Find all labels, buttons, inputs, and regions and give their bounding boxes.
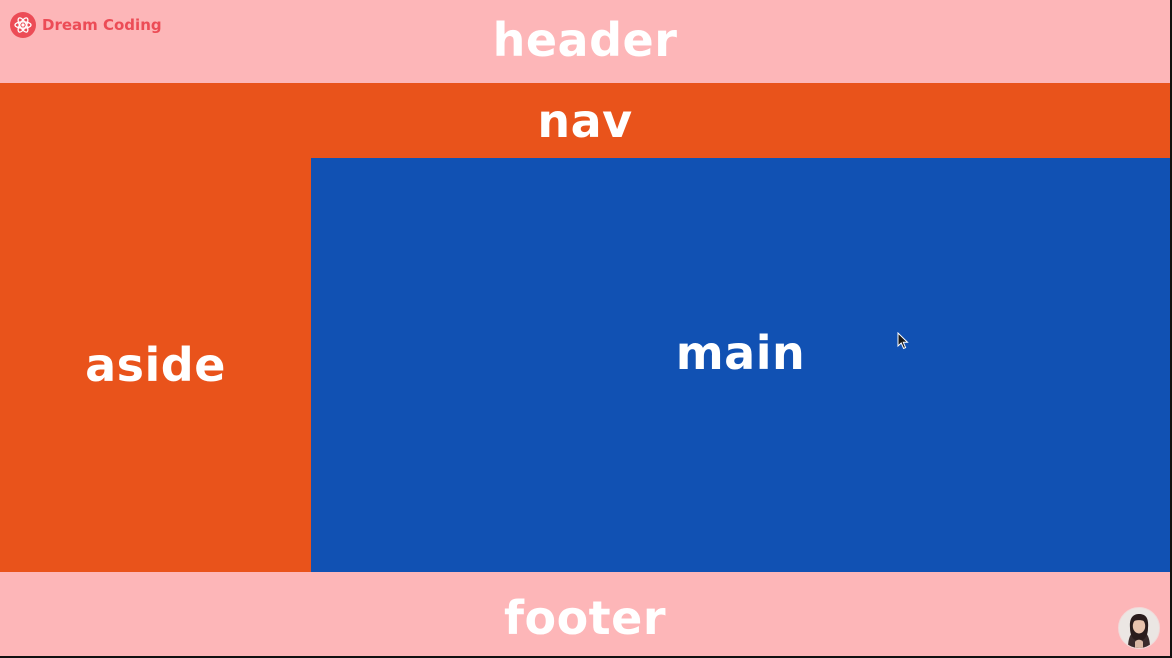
nav-label: nav — [537, 93, 633, 148]
atom-icon — [10, 12, 36, 38]
aside-block: aside — [0, 158, 311, 572]
header-label: header — [492, 12, 678, 67]
brand-name: Dream Coding — [42, 16, 162, 34]
footer-block: footer — [0, 572, 1170, 656]
footer-label: footer — [503, 591, 667, 645]
brand-logo: Dream Coding — [10, 12, 162, 38]
header-block: header — [0, 0, 1170, 83]
main-label: main — [675, 326, 806, 380]
mouse-pointer-icon — [897, 332, 909, 350]
aside-label: aside — [85, 338, 226, 392]
main-block: main — [311, 158, 1170, 572]
nav-block: nav — [0, 83, 1170, 158]
presenter-avatar — [1118, 607, 1160, 649]
